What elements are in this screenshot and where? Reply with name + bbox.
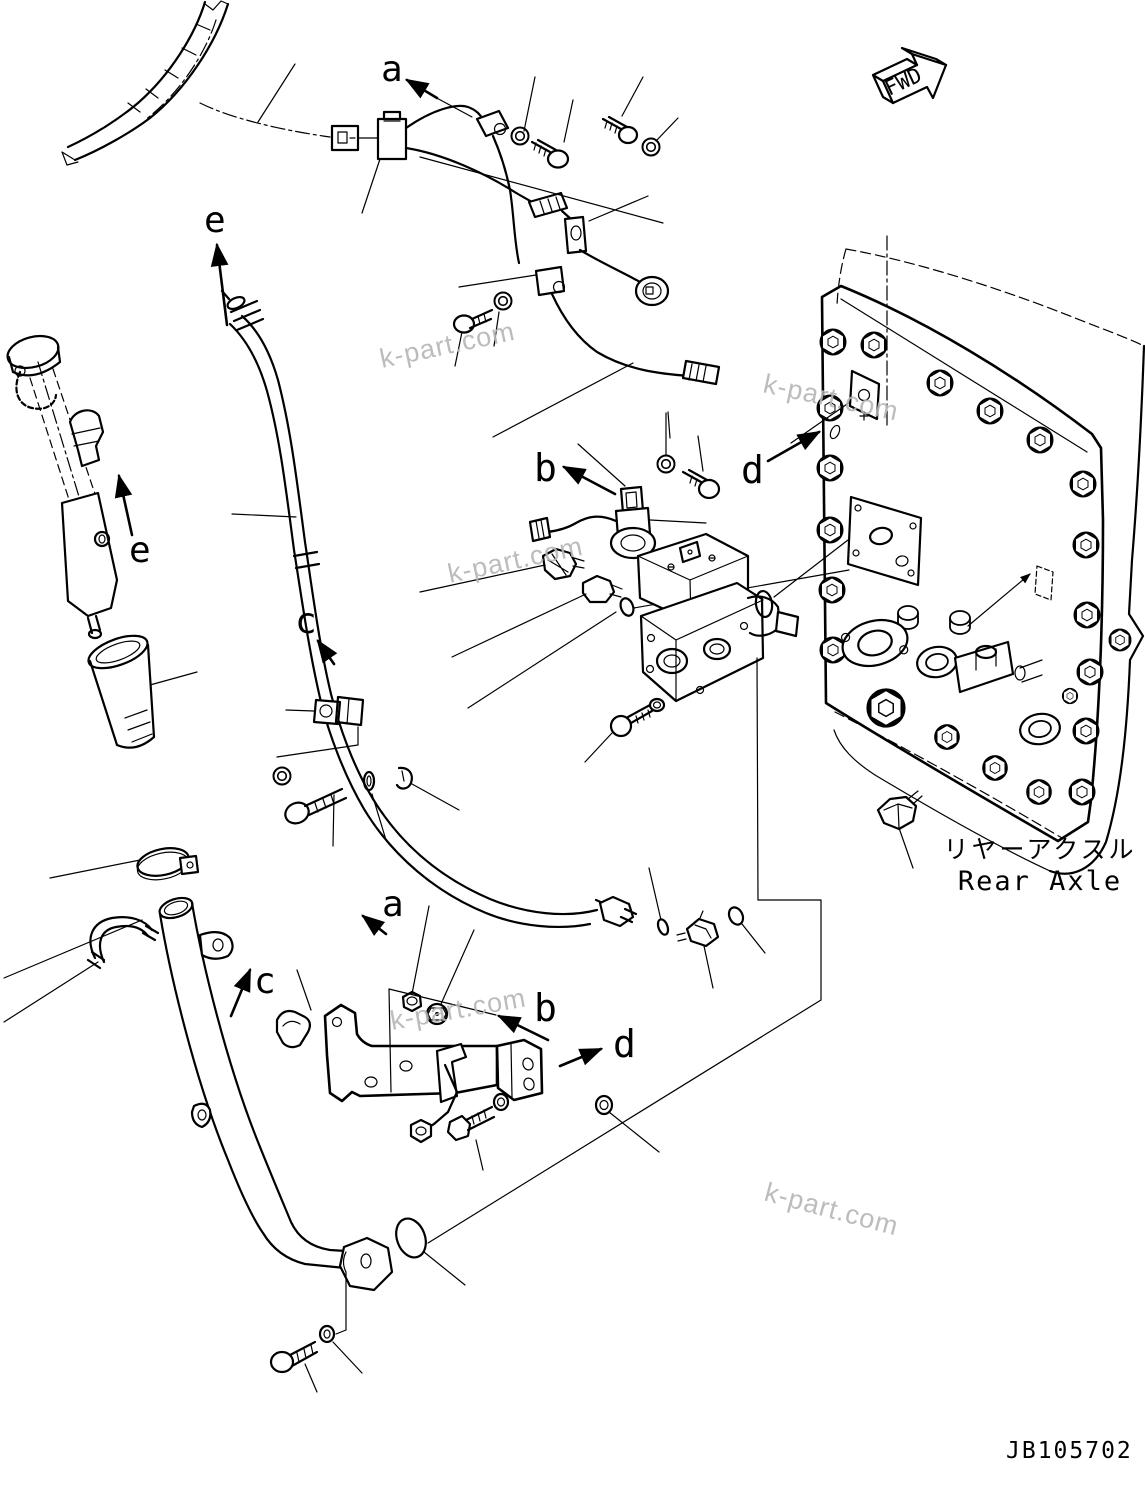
view-label-b-center: b bbox=[534, 446, 557, 490]
view-label-c-upper: c bbox=[295, 601, 317, 642]
washer bbox=[510, 126, 530, 146]
bolt bbox=[609, 703, 654, 738]
harness-connector-block bbox=[376, 117, 408, 161]
view-label-b-lower: b bbox=[534, 986, 557, 1030]
flat-connector bbox=[681, 359, 721, 386]
watermark: k-part.com bbox=[445, 531, 586, 589]
bolt bbox=[452, 308, 494, 334]
captions: リヤーアクスル Rear Axle JB105702 bbox=[943, 835, 1136, 1464]
washer bbox=[641, 137, 661, 157]
top-fasteners bbox=[452, 76, 679, 367]
watermark: k-part.com bbox=[388, 982, 529, 1035]
clamp-half bbox=[395, 766, 413, 790]
bottom-fasteners bbox=[269, 1324, 363, 1393]
rear-axle-housing bbox=[633, 235, 1145, 875]
bent-tab bbox=[435, 1042, 468, 1104]
bolt bbox=[446, 1105, 496, 1142]
mount-plate bbox=[846, 495, 923, 587]
fwd-direction-arrow: FWD bbox=[871, 46, 948, 105]
axle-port-flange bbox=[840, 618, 909, 668]
hydraulic-hose bbox=[220, 289, 766, 989]
bolt bbox=[284, 787, 348, 825]
hose-clamp-bracket bbox=[312, 698, 342, 726]
oval-plug bbox=[395, 1217, 427, 1259]
bolt bbox=[601, 115, 639, 145]
mounting-bracket-assembly bbox=[323, 905, 660, 1171]
bracket-flange bbox=[495, 1038, 544, 1102]
washer bbox=[272, 766, 292, 786]
view-label-d-lower: d bbox=[613, 1022, 636, 1066]
dipstick-body bbox=[60, 491, 119, 618]
filler-tube bbox=[158, 896, 394, 1335]
o-ring bbox=[656, 918, 670, 936]
small-cover-plate bbox=[848, 369, 881, 421]
valve-manifold bbox=[639, 581, 765, 703]
harness-clip bbox=[563, 215, 588, 255]
solenoid-plug bbox=[528, 516, 552, 543]
valve-plug bbox=[774, 610, 800, 638]
bolt-head bbox=[425, 1002, 449, 1026]
solenoid-coil bbox=[609, 526, 657, 560]
hose-clamp bbox=[49, 847, 200, 881]
view-label-a-lower: a bbox=[382, 884, 404, 925]
o-ring-large bbox=[754, 589, 774, 619]
view-label-c-lower: c bbox=[254, 961, 276, 1002]
bolt bbox=[269, 1340, 319, 1374]
washer bbox=[493, 291, 513, 311]
spring-clip bbox=[275, 969, 312, 1049]
round-connector bbox=[634, 275, 670, 307]
solenoid-valve-assembly bbox=[419, 362, 800, 763]
bolt bbox=[681, 468, 721, 500]
watermark: k-part.com bbox=[377, 316, 518, 374]
washer bbox=[594, 1094, 614, 1116]
breather-fitting bbox=[68, 409, 105, 468]
component-name-en: Rear Axle bbox=[958, 866, 1122, 897]
u-hose bbox=[3, 916, 160, 1023]
nut bbox=[409, 1118, 433, 1144]
view-label-e-left: e bbox=[129, 530, 151, 571]
o-ring bbox=[727, 906, 745, 926]
grommet bbox=[362, 770, 376, 792]
view-label-a-top: a bbox=[381, 49, 403, 90]
bolt bbox=[530, 138, 570, 169]
cap-chain bbox=[15, 370, 58, 410]
harness-clip bbox=[534, 265, 566, 297]
harness-clip bbox=[475, 109, 510, 138]
callout-boundary bbox=[395, 657, 822, 1286]
dipstick-cap bbox=[6, 334, 60, 370]
sensor-plug bbox=[876, 790, 923, 869]
fitting bbox=[581, 574, 616, 604]
frame-breakaway-piece bbox=[61, 0, 331, 166]
sleeve-tube bbox=[87, 634, 198, 749]
elbow-fitting bbox=[685, 917, 720, 948]
view-labels: a e e c b d a c b d bbox=[114, 49, 822, 1068]
tube-tab bbox=[190, 1102, 212, 1129]
watermark: k-part.com bbox=[761, 1177, 902, 1242]
tube-flange bbox=[338, 1236, 394, 1292]
o-ring bbox=[619, 597, 635, 617]
view-label-d-center: d bbox=[741, 448, 764, 492]
component-name-jp: リヤーアクスル bbox=[943, 835, 1136, 864]
wiring-harness bbox=[330, 104, 721, 386]
drawing-number: JB105702 bbox=[1006, 1438, 1133, 1464]
hose-fitting bbox=[226, 295, 246, 311]
dipstick-assembly bbox=[6, 334, 119, 640]
washer bbox=[656, 454, 676, 474]
tube-tab bbox=[198, 931, 234, 960]
view-label-e-top: e bbox=[204, 200, 226, 241]
flat-connector bbox=[527, 191, 569, 219]
